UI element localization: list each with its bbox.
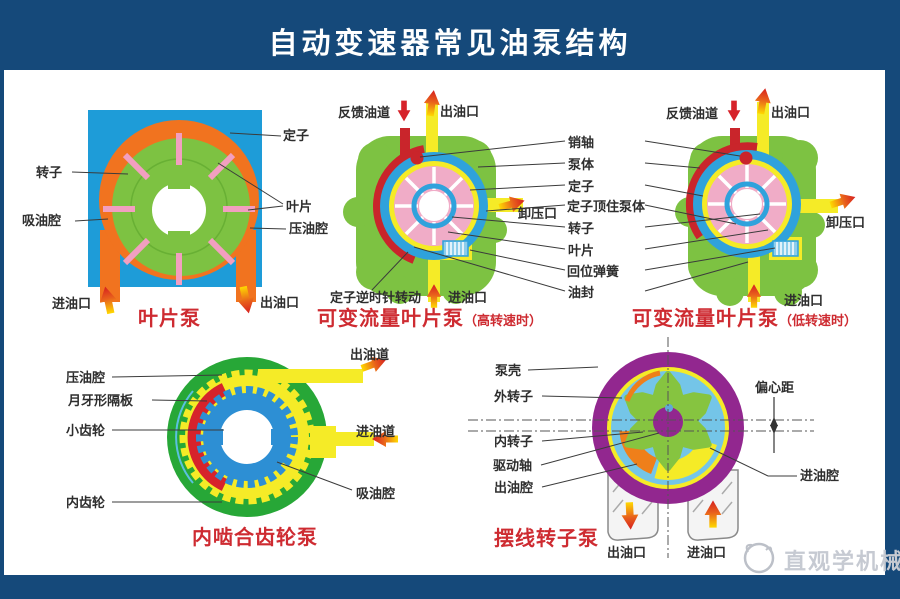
watermark-text: 直观学机械: [784, 549, 900, 574]
eccentricity-dimension: [770, 397, 778, 453]
page-title: 自动变速器常见油泵结构: [268, 28, 632, 60]
label-high-stator-rotates: 定子逆时针转动: [330, 290, 422, 305]
feedback-arrow: [397, 100, 411, 122]
label-vane-outlet: 出油口: [260, 295, 300, 310]
gerotor-leader-lines: [527, 366, 797, 488]
caption-vane-pump: 叶片泵: [138, 308, 201, 330]
label-gerotor-inlet: 进油口: [687, 545, 727, 560]
gear-pump-leader-lines: [111, 374, 353, 503]
label-gerotor-outlet: 出油口: [607, 545, 647, 560]
label-high-relief-port: 卸压口: [518, 206, 558, 221]
vane-slots: [103, 133, 255, 285]
label-shared-stator-against-body: 定子顶住泵体: [567, 199, 646, 214]
leader-lines-left: [371, 140, 566, 292]
outlet-arrow: [422, 89, 442, 117]
caption-note: （低转速时）: [779, 313, 858, 328]
label-gerotor-drive-shaft: 驱动轴: [493, 458, 533, 473]
label-gerotor-outer-rotor: 外转子: [494, 389, 534, 404]
label-vane-vane: 叶片: [286, 199, 313, 214]
caption-gerotor-pump: 摆线转子泵: [494, 528, 599, 550]
label-vane-rotor: 转子: [36, 165, 63, 180]
label-vane-inlet: 进油口: [52, 296, 92, 311]
label-shared-stator: 定子: [568, 179, 595, 194]
label-gerotor-inner-rotor: 内转子: [494, 434, 534, 449]
label-gear-internal-gear: 内齿轮: [66, 495, 106, 510]
label-high-outlet: 出油口: [440, 104, 480, 119]
label-shared-rotor: 转子: [568, 221, 595, 236]
label-high-inlet: 进油口: [448, 290, 488, 305]
label-shared-oil-seal: 油封: [568, 285, 595, 300]
caption-text: 可变流量叶片泵: [317, 308, 464, 330]
label-low-outlet: 出油口: [771, 105, 811, 120]
vane-pump-leader-lines: [71, 132, 287, 230]
label-vane-stator: 定子: [283, 128, 310, 143]
label-low-feedback-channel: 反馈油道: [666, 106, 719, 121]
label-gear-crescent-divider: 月牙形隔板: [68, 393, 134, 408]
label-low-inlet: 进油口: [784, 293, 824, 308]
spring-coils: [446, 242, 464, 255]
label-vane-pressure-chamber: 压油腔: [289, 221, 329, 236]
leader-lines-right: [644, 140, 776, 292]
label-gear-inlet-channel: 进油道: [356, 424, 396, 439]
variable-vane-pump-high-drawing: [343, 89, 566, 308]
label-gerotor-inlet-chamber: 进油腔: [800, 468, 840, 483]
label-vane-suction-chamber: 吸油腔: [22, 213, 62, 228]
caption-text: 可变流量叶片泵: [632, 308, 779, 330]
label-gerotor-housing: 泵壳: [495, 363, 522, 378]
label-gerotor-eccentricity: 偏心距: [755, 380, 795, 395]
internal-gear-pump-drawing: [111, 352, 398, 517]
vane-pump-drawing: [71, 110, 287, 316]
caption-internal-gear-pump: 内啮合齿轮泵: [192, 527, 318, 549]
label-low-relief-port: 卸压口: [826, 215, 866, 230]
variable-vane-pump-low-drawing: [644, 86, 858, 308]
label-gear-outlet-channel: 出油道: [350, 347, 390, 362]
caption-variable-vane-pump-low: 可变流量叶片泵（低转速时）: [632, 309, 857, 329]
label-gerotor-outlet-chamber: 出油腔: [494, 480, 534, 495]
label-high-feedback-channel: 反馈油道: [338, 105, 391, 120]
label-shared-pump-body: 泵体: [568, 157, 595, 172]
label-gear-suction-chamber: 吸油腔: [356, 486, 396, 501]
label-shared-return-spring: 回位弹簧: [567, 264, 620, 279]
watermark-logo-icon: [743, 542, 775, 574]
label-shared-vane: 叶片: [568, 243, 595, 258]
label-gear-pressure-chamber: 压油腔: [66, 370, 106, 385]
feedback-arrow: [727, 100, 741, 122]
label-gear-small-gear: 小齿轮: [66, 423, 106, 438]
caption-note: （高转速时）: [464, 313, 543, 328]
gerotor-pump-drawing: [468, 337, 814, 574]
center-lines: [468, 337, 814, 558]
caption-variable-vane-pump-high: 可变流量叶片泵（高转速时）: [317, 309, 542, 329]
spring-coils: [776, 242, 794, 255]
label-shared-pin: 销轴: [568, 135, 595, 150]
